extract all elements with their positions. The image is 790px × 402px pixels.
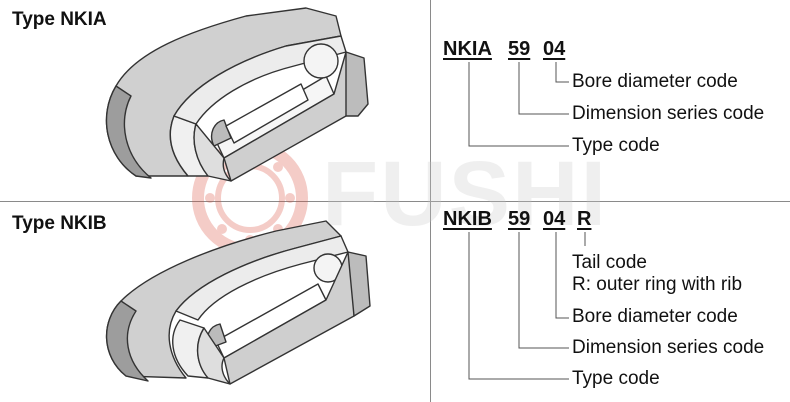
nkib-series-desc: Dimension series code bbox=[572, 337, 765, 358]
nkia-code-cell: NKIA 59 04 Bore diameter code Dimension … bbox=[431, 0, 790, 201]
nkib-bore-desc: Bore diameter code bbox=[572, 306, 738, 327]
nkib-leader-lines bbox=[468, 232, 586, 380]
nkia-series-code: 59 bbox=[508, 38, 531, 60]
nkia-bearing-drawing bbox=[105, 7, 369, 182]
nkia-title: Type NKIA bbox=[12, 9, 107, 30]
nkib-code-cell: NKIB 59 04 R Tail code R: outer ring wit… bbox=[431, 202, 790, 402]
nkia-bore-code: 04 bbox=[543, 38, 566, 60]
nkia-illustration-cell: Type NKIA bbox=[0, 0, 430, 201]
nkib-type-desc: Type code bbox=[572, 368, 660, 389]
nkib-tail-title: Tail code bbox=[572, 252, 647, 273]
nkib-illustration-cell: Type NKIB bbox=[0, 202, 430, 402]
nkia-type-code: NKIA bbox=[443, 38, 492, 60]
nkia-bore-desc: Bore diameter code bbox=[572, 71, 738, 92]
nkia-type-desc: Type code bbox=[572, 135, 660, 156]
nkia-leader-lines bbox=[468, 62, 569, 147]
nkib-series-code: 59 bbox=[508, 208, 531, 230]
nkib-bore-code: 04 bbox=[543, 208, 566, 230]
nkib-title: Type NKIB bbox=[12, 213, 107, 234]
vertical-divider bbox=[430, 0, 431, 402]
nkib-bearing-drawing bbox=[105, 220, 371, 385]
nkib-tail-detail: R: outer ring with rib bbox=[572, 274, 743, 295]
nkib-tail-code: R bbox=[577, 208, 592, 230]
horizontal-divider bbox=[0, 201, 790, 202]
nkib-type-code: NKIB bbox=[443, 208, 492, 230]
nkia-series-desc: Dimension series code bbox=[572, 103, 765, 124]
